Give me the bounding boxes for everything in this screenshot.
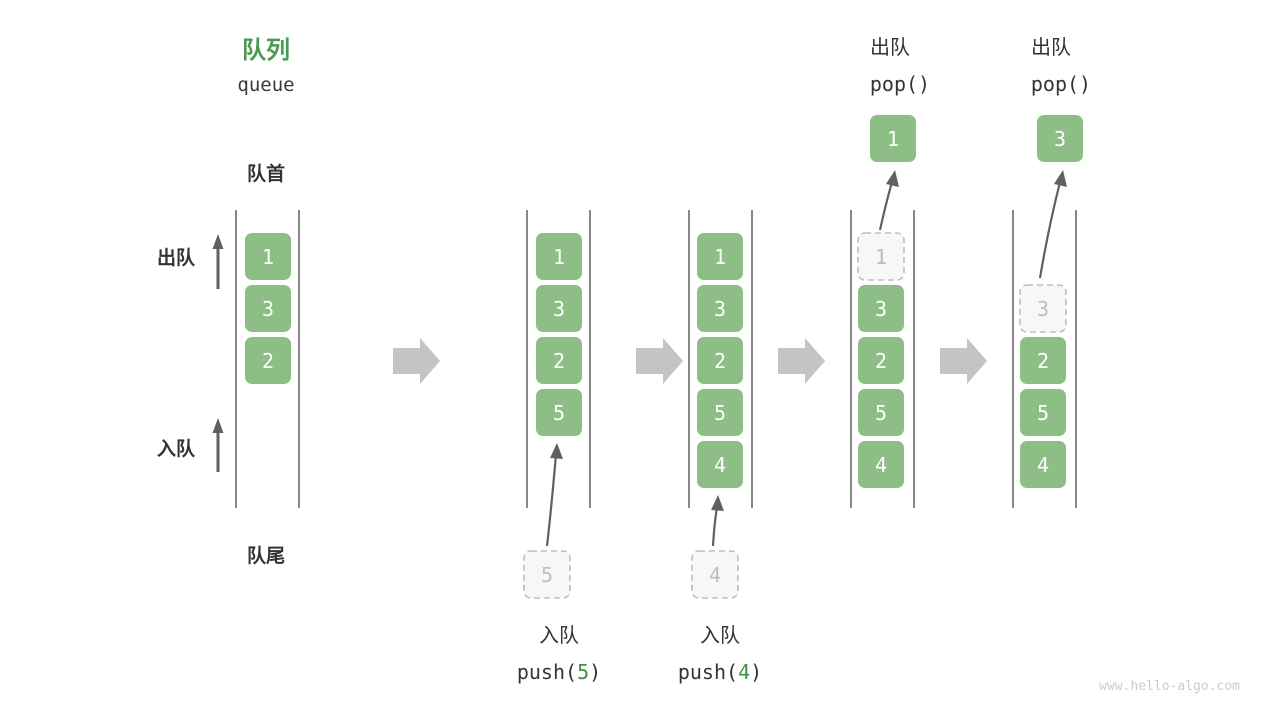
diagram-title-en: queue <box>237 74 294 96</box>
push4-code-prefix: push( <box>678 660 738 684</box>
queue-box: 3 <box>858 285 904 332</box>
pop3-header-code: pop() <box>1031 72 1091 96</box>
queue-box-value: 2 <box>553 349 565 373</box>
queue-box-value: 3 <box>262 297 274 321</box>
queue-box-value: 3 <box>714 297 726 321</box>
queue-box: 4 <box>1020 441 1066 488</box>
queue-box: 3 <box>536 285 582 332</box>
queue-box: 1 <box>536 233 582 280</box>
push-source-ghost-box-5: 5 <box>523 550 571 599</box>
popped-box-value: 1 <box>887 127 899 151</box>
queue-boxes-pop3: 2 5 4 <box>1020 337 1066 488</box>
queue-box: 3 <box>245 285 291 332</box>
pop1-header-code: pop() <box>870 72 930 96</box>
pop3-header-cn: 出队 <box>1031 36 1071 59</box>
flow-arrow-3 <box>778 338 825 384</box>
popped-slot-ghost-box-1: 1 <box>857 232 905 281</box>
flow-arrow-1 <box>393 338 440 384</box>
push5-code-prefix: push( <box>517 660 577 684</box>
queue-box-value: 5 <box>553 401 565 425</box>
enqueue-direction-arrow <box>212 418 224 472</box>
push4-code-suffix: ) <box>750 660 762 684</box>
pop-arrow-3 <box>1038 170 1067 279</box>
popped-box-3: 3 <box>1037 115 1083 162</box>
queue-box-value: 5 <box>714 401 726 425</box>
ghost-box-value: 1 <box>875 245 887 269</box>
push4-caption-code: push(4) <box>678 660 762 684</box>
panel-push5: 1 3 2 5 5 <box>517 210 601 684</box>
panel-pop3: 出队 pop() 3 3 2 <box>1012 36 1091 508</box>
queue-box-new: 4 <box>697 441 743 488</box>
panel-pop1: 出队 pop() 1 1 3 <box>850 36 930 508</box>
dequeue-direction-label: 出队 <box>157 246 196 269</box>
queue-box: 2 <box>245 337 291 384</box>
dequeue-direction-arrow <box>212 234 224 289</box>
ghost-box-value: 4 <box>709 563 721 587</box>
ghost-box-value: 5 <box>541 563 553 587</box>
queue-box: 2 <box>536 337 582 384</box>
queue-box-value: 4 <box>1037 453 1049 477</box>
queue-box: 1 <box>697 233 743 280</box>
push-arrow-5 <box>545 443 563 547</box>
push4-code-value: 4 <box>738 660 750 684</box>
queue-box: 2 <box>858 337 904 384</box>
queue-box: 3 <box>697 285 743 332</box>
queue-box-value: 1 <box>262 245 274 269</box>
panel-initial: 队首 队尾 出队 入队 1 <box>157 162 300 567</box>
queue-box: 5 <box>1020 389 1066 436</box>
queue-box: 2 <box>1020 337 1066 384</box>
queue-box-value: 5 <box>875 401 887 425</box>
queue-box-value: 3 <box>875 297 887 321</box>
queue-box: 4 <box>858 441 904 488</box>
queue-box: 5 <box>858 389 904 436</box>
push5-caption-code: push(5) <box>517 660 601 684</box>
popped-slot-ghost-box-3: 3 <box>1019 284 1067 333</box>
queue-box: 1 <box>245 233 291 280</box>
push-source-ghost-box-4: 4 <box>691 550 739 599</box>
watermark-text: www.hello-algo.com <box>1099 679 1240 694</box>
queue-box-value: 5 <box>1037 401 1049 425</box>
queue-box: 5 <box>697 389 743 436</box>
pop-arrow-1 <box>878 170 899 231</box>
push5-code-suffix: ) <box>589 660 601 684</box>
queue-box-value: 4 <box>714 453 726 477</box>
queue-box: 2 <box>697 337 743 384</box>
queue-boxes-push4: 1 3 2 5 4 <box>697 233 743 488</box>
flow-arrow-4 <box>940 338 987 384</box>
queue-boxes-pop1: 3 2 5 4 <box>858 285 904 488</box>
enqueue-direction-label: 入队 <box>157 437 196 460</box>
panel-push4: 1 3 2 5 4 <box>678 210 762 684</box>
front-label: 队首 <box>247 162 285 185</box>
rear-label: 队尾 <box>247 544 285 567</box>
queue-box-value: 2 <box>714 349 726 373</box>
pop1-header-cn: 出队 <box>870 36 910 59</box>
queue-box-value: 4 <box>875 453 887 477</box>
push5-code-value: 5 <box>577 660 589 684</box>
ghost-box-value: 3 <box>1037 297 1049 321</box>
queue-box-value: 2 <box>875 349 887 373</box>
queue-box-value: 2 <box>262 349 274 373</box>
push4-caption-cn: 入队 <box>700 624 740 647</box>
queue-box-new: 5 <box>536 389 582 436</box>
diagram-title-cn: 队列 <box>242 37 290 64</box>
flow-arrow-2 <box>636 338 683 384</box>
queue-boxes-push5: 1 3 2 5 <box>536 233 582 436</box>
push-arrow-4 <box>711 495 724 547</box>
push5-caption-cn: 入队 <box>539 624 579 647</box>
queue-boxes-initial: 1 3 2 <box>245 233 291 384</box>
popped-box-1: 1 <box>870 115 916 162</box>
queue-box-value: 3 <box>553 297 565 321</box>
popped-box-value: 3 <box>1054 127 1066 151</box>
queue-box-value: 2 <box>1037 349 1049 373</box>
queue-box-value: 1 <box>714 245 726 269</box>
queue-box-value: 1 <box>553 245 565 269</box>
